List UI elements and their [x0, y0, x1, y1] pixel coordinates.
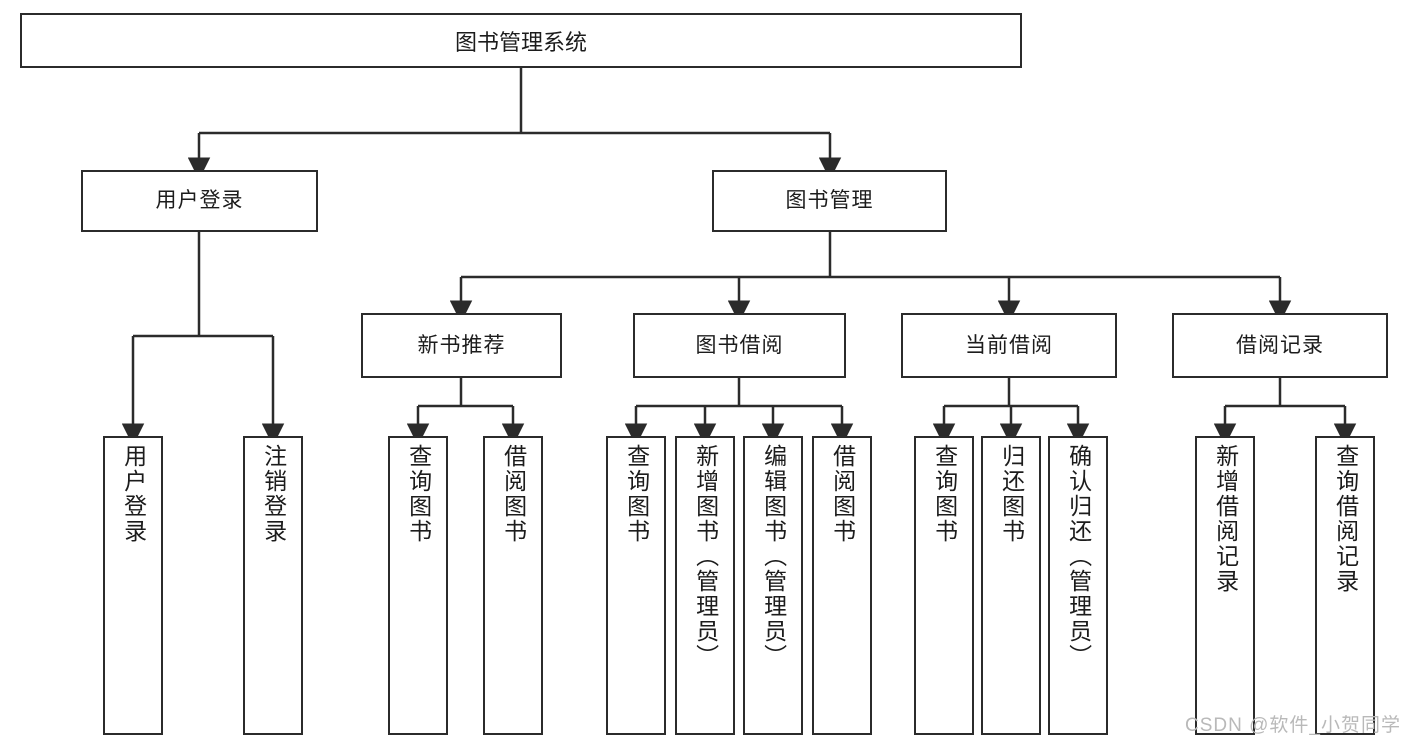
node-label: 查询图书	[623, 444, 650, 544]
node-label: 用户登录	[120, 444, 147, 544]
node-label: 查询借阅记录	[1332, 444, 1359, 594]
leaf-add-borrow-record[interactable]: 新增借阅记录	[1195, 436, 1255, 735]
leaf-query-book-borrow[interactable]: 查询图书	[606, 436, 666, 735]
node-label: 新增图书（管理员）	[692, 444, 719, 669]
leaf-query-book-current[interactable]: 查询图书	[914, 436, 974, 735]
node-label: 归还图书	[998, 444, 1025, 544]
node-current-borrow[interactable]: 当前借阅	[901, 313, 1117, 378]
node-new-book-recommend[interactable]: 新书推荐	[361, 313, 562, 378]
node-label: 查询图书	[931, 444, 958, 544]
leaf-confirm-return[interactable]: 确认归还（管理员）	[1048, 436, 1108, 735]
node-label: 图书借阅	[695, 333, 784, 357]
leaf-logout-login[interactable]: 注销登录	[243, 436, 303, 735]
leaf-add-book[interactable]: 新增图书（管理员）	[675, 436, 735, 735]
node-label: 新书推荐	[417, 333, 506, 357]
node-label: 借阅记录	[1236, 333, 1324, 357]
node-label: 新增借阅记录	[1212, 444, 1239, 594]
node-user-login[interactable]: 用户登录	[81, 170, 318, 232]
leaf-query-borrow-record[interactable]: 查询借阅记录	[1315, 436, 1375, 735]
leaf-edit-book[interactable]: 编辑图书（管理员）	[743, 436, 803, 735]
leaf-return-book[interactable]: 归还图书	[981, 436, 1041, 735]
leaf-user-login[interactable]: 用户登录	[103, 436, 163, 735]
node-label: 编辑图书（管理员）	[760, 444, 787, 669]
leaf-query-book-recommend[interactable]: 查询图书	[388, 436, 448, 735]
node-label: 借阅图书	[829, 444, 856, 544]
node-label: 图书管理	[785, 189, 874, 213]
node-borrow-record[interactable]: 借阅记录	[1172, 313, 1388, 378]
node-label: 当前借阅	[965, 333, 1053, 357]
leaf-borrow-book[interactable]: 借阅图书	[812, 436, 872, 735]
node-label: 借阅图书	[500, 444, 527, 544]
node-root-system[interactable]: 图书管理系统	[20, 13, 1022, 68]
node-book-management[interactable]: 图书管理	[712, 170, 947, 232]
node-label: 注销登录	[260, 444, 287, 544]
leaf-borrow-book-recommend[interactable]: 借阅图书	[483, 436, 543, 735]
node-label: 图书管理系统	[454, 29, 587, 55]
node-book-borrow[interactable]: 图书借阅	[633, 313, 846, 378]
node-label: 确认归还（管理员）	[1065, 444, 1092, 669]
node-label: 用户登录	[155, 189, 244, 213]
node-label: 查询图书	[405, 444, 432, 544]
